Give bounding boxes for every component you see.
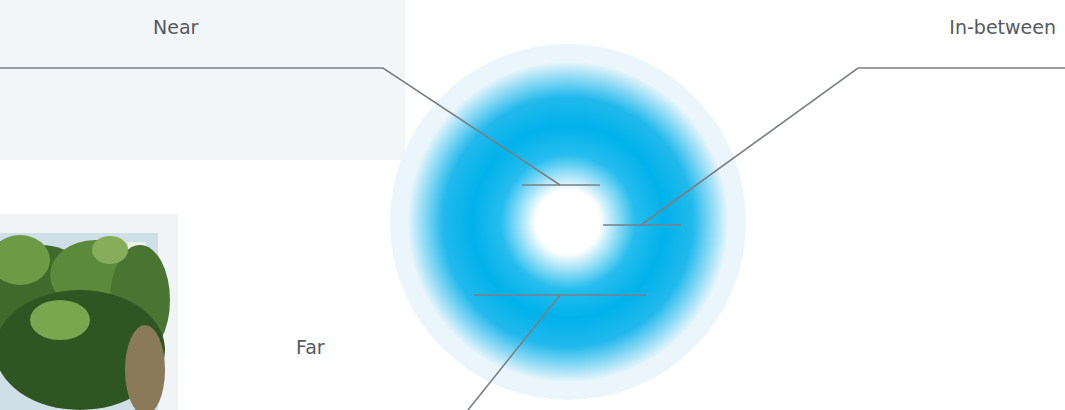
zone-tick bbox=[474, 294, 646, 296]
background-panel bbox=[0, 0, 405, 160]
leader-line bbox=[0, 68, 560, 185]
landscape-photo bbox=[0, 233, 170, 410]
leader-line bbox=[641, 68, 1065, 225]
zone-label: In-between bbox=[946, 16, 1059, 39]
zone-label: Far bbox=[293, 336, 328, 359]
leader-line bbox=[468, 295, 560, 410]
lens-outer-ring bbox=[390, 44, 746, 400]
zone-tick bbox=[522, 184, 600, 186]
zone-tick bbox=[603, 224, 681, 226]
lens-zones bbox=[408, 62, 728, 382]
zone-label: Near bbox=[150, 16, 201, 39]
leader-lines bbox=[0, 68, 1065, 410]
